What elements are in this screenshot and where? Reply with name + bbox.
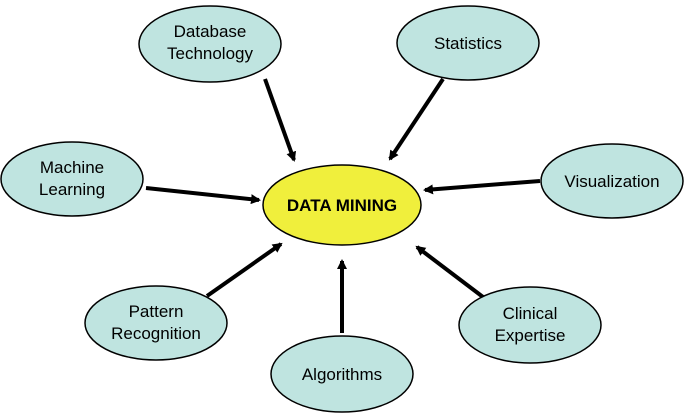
node-machine-learning-shape [0, 141, 144, 217]
arrow-pattern-recognition [205, 242, 283, 298]
arrow-statistics [388, 77, 445, 161]
arrows [145, 77, 541, 333]
node-visualization-shape [540, 143, 684, 219]
node-clinical-expertise-shape [458, 286, 602, 364]
center-node-shape [262, 164, 422, 246]
center-node-label: DATA MINING [287, 196, 397, 215]
arrow-machine-learning [145, 186, 261, 205]
node-algorithms-label: Algorithms [302, 365, 382, 384]
arrow-database-technology [263, 78, 297, 162]
node-database-technology-shape [138, 5, 282, 83]
node-visualization-label: Visualization [564, 172, 659, 191]
node-database-technology-line2: Technology [167, 44, 254, 63]
node-clinical-expertise-line1: Clinical [503, 304, 558, 323]
node-clinical-expertise-line2: Expertise [495, 326, 566, 345]
node-algorithms-shape [270, 335, 414, 413]
node-database-technology-line1: Database [174, 22, 247, 41]
node-pattern-recognition-line2: Recognition [111, 324, 201, 343]
node-machine-learning: Machine Learning [0, 141, 144, 217]
node-clinical-expertise: Clinical Expertise [458, 286, 602, 364]
node-statistics-shape [396, 5, 540, 81]
node-pattern-recognition-shape [84, 285, 228, 361]
node-statistics: Statistics [396, 5, 540, 81]
node-algorithms: Algorithms [270, 335, 414, 413]
node-machine-learning-line2: Learning [39, 180, 105, 199]
center-node: DATA MINING [262, 164, 422, 246]
node-machine-learning-line1: Machine [40, 158, 104, 177]
node-pattern-recognition: Pattern Recognition [84, 285, 228, 361]
node-statistics-label: Statistics [434, 34, 502, 53]
node-database-technology: Database Technology [138, 5, 282, 83]
node-visualization: Visualization [540, 143, 684, 219]
node-pattern-recognition-line1: Pattern [129, 302, 184, 321]
arrow-visualization [423, 179, 541, 195]
arrow-clinical-expertise [415, 245, 485, 299]
